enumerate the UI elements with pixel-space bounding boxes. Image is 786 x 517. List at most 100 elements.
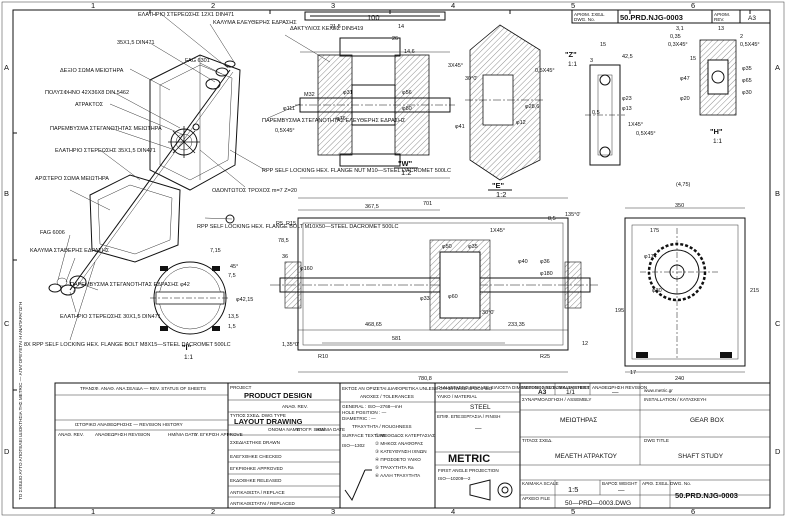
iso-projection: ISO—10209—2 — [438, 476, 471, 481]
dim-r10: R10 — [318, 354, 328, 360]
note-2: ② ΜΗΚΟΣ ΑΝΑΦΟΡΑΣ — [375, 441, 423, 446]
exploded-assembly — [48, 54, 241, 296]
tolerance-title: ΕΚΤΟΣ ΑΝ ΟΡΙΖΕΤΑΙ ΔΙΑΦΟΡΕΤΙΚΑ UNLESS OTH… — [342, 386, 493, 391]
side-view-gear: 350 175 φ174 φ30 215 195 17 240 — [615, 203, 759, 382]
callout-circlip-12: ΕΛΑΤΗΡΙΟ ΣΤΕΡΕΩΣΗΣ 12X1 DIN471 — [138, 12, 234, 18]
dim-o36: φ36 — [540, 259, 550, 265]
header-rev-label-en: REV. — [714, 17, 724, 22]
callout-flange-bolt-m8: 8X RPP SELF LOCKING HEX. FLANGE BOLT M8X… — [24, 342, 231, 348]
callouts-left-text: ΚΑΛΥΜΑ ΕΛΕΥΘΕΡΗΣ ΕΔΡΑΣΗΣ ΕΛΑΤΗΡΙΟ ΣΤΕΡΕΩ… — [24, 12, 297, 348]
zone-col-3-bottom: 3 — [331, 507, 335, 516]
replace-label: ΑΝΤΙΚΑΘΙΣΤΑ / REPLACE — [230, 490, 285, 495]
iso-ref: ISO—1302 — [342, 443, 365, 448]
assembly: ΜΕΙΩΤΗΡΑΣ — [560, 417, 597, 424]
dim-175: 175 — [650, 228, 659, 234]
dim-h-13: 13 — [718, 26, 724, 32]
zone-col-2-bottom: 2 — [211, 507, 215, 516]
view-i-label: "I" — [182, 343, 192, 352]
dim-1x45-main: 1X45° — [490, 228, 505, 234]
dim-350: 350 — [675, 203, 684, 209]
zone-col-3: 3 — [331, 1, 335, 10]
product-design: PRODUCT DESIGN — [244, 391, 312, 400]
weight: — — [618, 487, 625, 494]
zone-row-b: B — [4, 189, 9, 198]
date-col: ΗΜ/ΝΙΑ DATE — [316, 427, 345, 432]
format-value: A3 — [538, 389, 547, 396]
view-e-section: 3X45° 30°0' 0,5X45° φ41 φ12 φ28,6 "E" 1:… — [448, 24, 555, 199]
dim-z-0-5: 0,5 — [592, 110, 600, 116]
view-e-label: "E" — [492, 181, 505, 190]
sign-col: ΥΠΟΓΡ. SIGN. — [296, 427, 326, 432]
dim-h-0-3x45: 0,3X45° — [668, 42, 688, 48]
drawn-label: ΣΧΕΔΙΑΣΤΗΚΕ DRAWN — [230, 440, 280, 445]
installation: GEAR BOX — [690, 417, 725, 424]
main-section-view: 701 367,5 R5 78,5 36 R15 φ160 φ50 φ33 φ6… — [270, 197, 598, 382]
dim-h-15: 15 — [690, 56, 696, 62]
dim-42-5: 42,5 — [622, 54, 633, 60]
dim-581: 581 — [392, 336, 401, 342]
dims-title: ΟΙ ΔΙΑΣΤΑΣΕΙΣ ΕΙΝΑΙ ΣΕ ΧΙΛΙΟΣΤΑ DIMENSIO… — [437, 385, 589, 390]
zone-col-1: 1 — [91, 1, 95, 10]
dim-7-15: 7,15 — [210, 248, 221, 254]
dim-o30b: φ30 — [652, 288, 662, 294]
dim-17: 17 — [630, 370, 636, 376]
dim-36: 36 — [282, 254, 288, 260]
dim-o28: φ28,6 — [525, 104, 539, 110]
view-z-label: "Z" — [565, 50, 577, 59]
approved-label: ΕΓΚΡΙΘΗΚΕ APPROVED — [230, 466, 284, 471]
dim-o35: φ35 — [742, 66, 752, 72]
callout-shaft: ΑΤΡΑΚΤΟΣ — [75, 102, 104, 108]
note-1: ① ΜΕΘΟΔΟΣ ΚΑΤΕΡΓΑΣΙΑΣ — [375, 433, 435, 438]
callout-flange-nut: RPP SELF LOCKING HEX. FLANGE NUT M10—STE… — [262, 168, 451, 174]
dim-o47: φ47 — [680, 76, 690, 82]
zone-col-1-bottom: 1 — [91, 507, 95, 516]
header-rev-label: ΑΡΙΘΜ. — [714, 12, 730, 17]
dim-o12: φ12 — [516, 120, 526, 126]
dim-3x45: 3X45° — [448, 63, 463, 69]
dim-o35-main: φ35 — [468, 244, 478, 250]
rev-label: ΑΝΑΘ. REV. — [282, 404, 308, 409]
view-z: "Z" 1:1 15 42,5 3 0,5 φ23 φ13 1X45° 0,5X… — [565, 42, 656, 166]
projection-symbol — [469, 479, 513, 501]
file-label: ΑΡΧΕΙΟ FILE — [522, 496, 550, 501]
dim-o31: φ31 — [343, 90, 353, 96]
dwg-no-label: ΑΡΙΘ. ΣΧΕΔ. DWG. No. — [642, 481, 691, 486]
zone-row-a-right: A — [775, 63, 780, 72]
zone-col-6-bottom: 6 — [691, 507, 695, 516]
dim-21-5: 21,5 — [330, 24, 341, 30]
layout-drawing: LAYOUT DRAWING — [234, 417, 303, 426]
dim-13-5: 13,5 — [228, 314, 239, 320]
name-col: ΟΝΟΜΑ NAME — [268, 427, 300, 432]
format-label: ΜΕΓΕΘΟΣ SIZE — [522, 385, 556, 390]
zone-row-d: D — [4, 447, 10, 456]
dim-26: 26 — [392, 36, 398, 42]
history-col-date: ΗΜ/ΝΙΑ DATE — [168, 432, 197, 437]
sheet-label: ΣΕΛΙΔΑ SHEET — [557, 385, 590, 390]
dim-o23: φ23 — [622, 96, 632, 102]
web: www.metric.gr — [644, 388, 673, 393]
dim-45: 45° — [230, 264, 238, 270]
dim-top-100: 100 — [367, 13, 380, 22]
title-label: ΤΙΤΛΟΣ ΣΧΕΔ. — [522, 438, 553, 443]
surface-texture: SURFACE TEXTURE — [342, 433, 386, 438]
dim-h-3-1: 3,1 — [676, 26, 684, 32]
dim-195: 195 — [615, 308, 624, 314]
released-label: ΕΚΔΟΘΗΚΕ RELEASED — [230, 478, 282, 483]
dim-o111: φ111 — [283, 106, 295, 112]
dim-r15: R15 — [286, 221, 296, 227]
view-e-scale: 1:2 — [496, 190, 506, 199]
dim-240: 240 — [675, 376, 684, 382]
history-title: ΙΣΤΟΡΙΚΟ ΑΝΑΘΕΩΡΗΣΗΣ — REVISION HISTORY — [75, 422, 183, 427]
dim-o80: φ80 — [402, 106, 412, 112]
callout-cover-fixed: ΚΑΛΥΜΑ ΣΤΑΘΕΡΗΣ ΕΔΡΑΣΗΣ — [30, 248, 110, 254]
zone-col-5-bottom: 5 — [571, 507, 575, 516]
dwg-type-label: ΤΥΠΟΣ ΣΧΕΔ. DWG TYPE — [230, 413, 286, 418]
replaced-label: ΑΝΤΙΚΑΘΙΣΤΑΤΑΙ / REPLACED — [230, 501, 295, 506]
surface-symbol — [344, 469, 372, 502]
scale: 1:5 — [568, 485, 578, 494]
roughness-title: ΤΡΑΧΥΤΗΤΑ / ROUGHNESS — [352, 424, 412, 429]
dim-o60: φ60 — [448, 294, 458, 300]
top-dimension: 100 — [304, 11, 446, 22]
dim-1-35: 1,35°0' — [282, 342, 299, 348]
zone-col-4-bottom: 4 — [451, 507, 455, 516]
